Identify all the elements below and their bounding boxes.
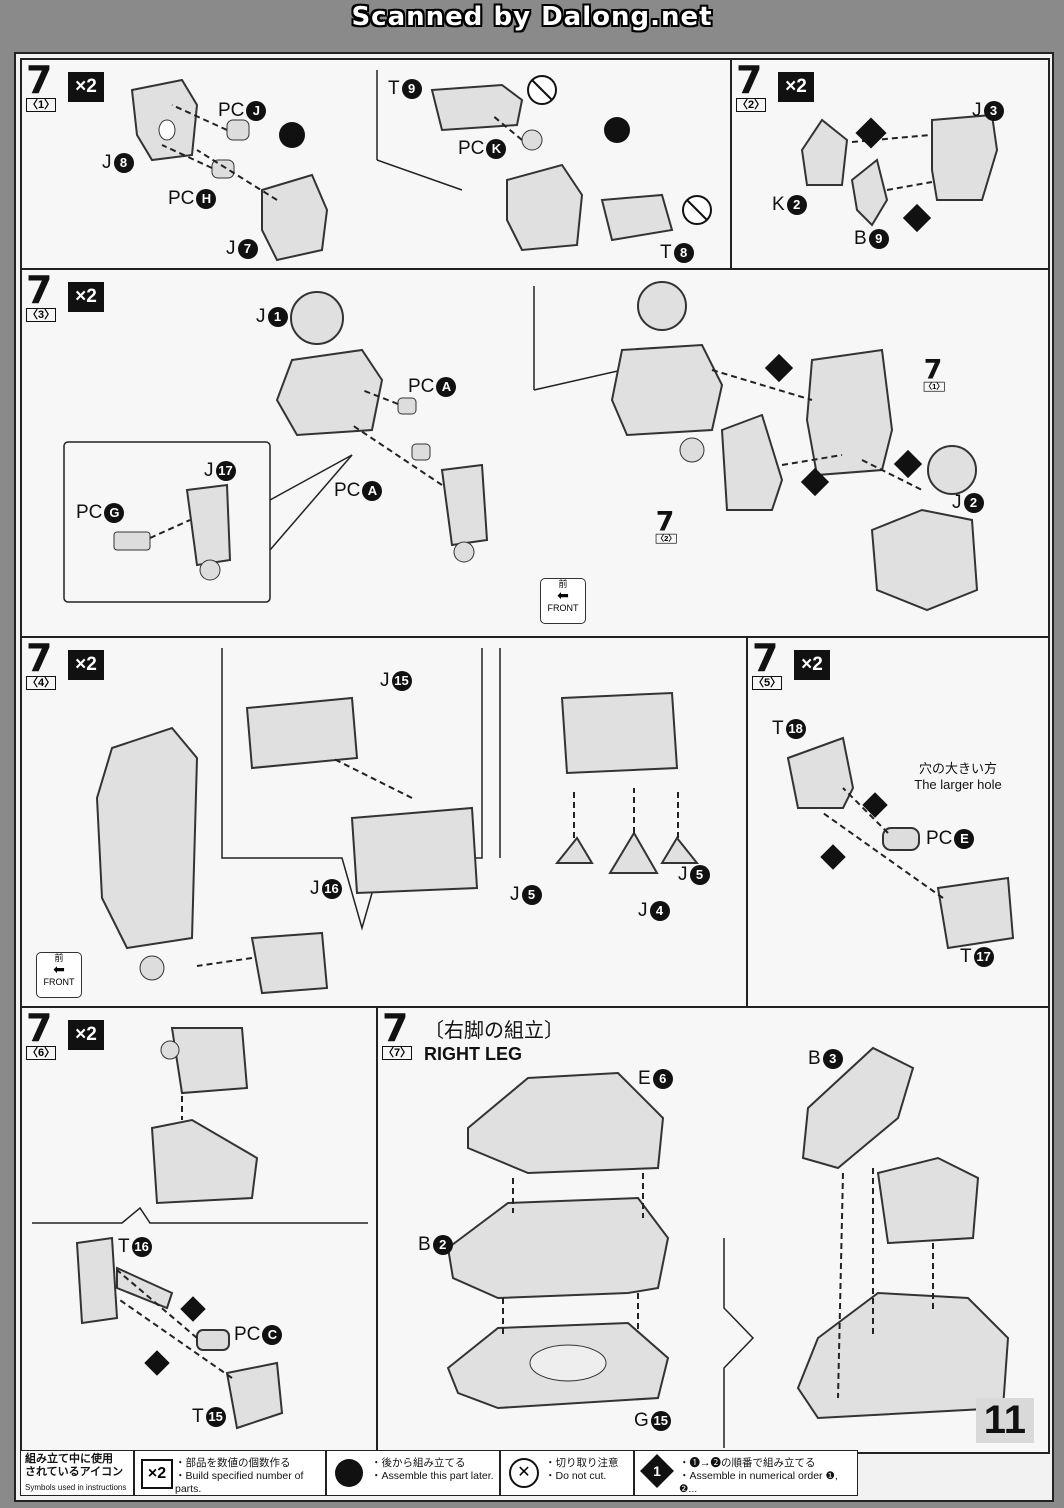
scan-credit: Scanned by Dalong.net	[351, 2, 713, 32]
symbol-legend: 組み立て中に使用されているアイコン Symbols used in instru…	[20, 1450, 1046, 1496]
quantity-badge: ×2	[68, 72, 104, 102]
page-number: 11	[975, 1398, 1034, 1443]
ref-step-7-1: 7〈1〉	[923, 353, 945, 392]
step-number: 7〈5〉	[752, 636, 782, 690]
quantity-badge: ×2	[68, 282, 104, 312]
step-7-4-diagram	[95, 648, 700, 995]
legend-quantity: ×2 ・部品を数値の個数作る・Build specified number of…	[134, 1450, 326, 1496]
step-7-2-diagram	[800, 113, 999, 233]
step-number: 7〈3〉	[26, 268, 56, 322]
step-7-5-diagram	[786, 736, 1015, 950]
step-7-1-diagram	[130, 70, 712, 262]
step-number: 7〈6〉	[26, 1006, 56, 1060]
step-number: 7〈2〉	[736, 58, 766, 112]
legend-heading: 組み立て中に使用されているアイコン Symbols used in instru…	[20, 1450, 134, 1496]
quantity-badge: ×2	[778, 72, 814, 102]
step-7-6-diagram	[32, 1027, 368, 1430]
front-direction-badge: 前⬅FRONT	[36, 952, 82, 998]
quantity-badge: ×2	[68, 650, 104, 680]
step-7-7-diagram	[446, 1046, 1010, 1448]
step-7-3-diagram	[63, 281, 979, 612]
no-cut-icon: ✕	[509, 1458, 539, 1488]
step-7-3-panel: 7〈3〉 ×2	[20, 268, 1050, 640]
front-direction-badge: 前⬅FRONT	[540, 578, 586, 624]
step-number: 7〈7〉	[382, 1006, 412, 1060]
legend-assemble-later: ・後から組み立てる・Assemble this part later.	[326, 1450, 500, 1496]
legend-numerical-order: 1 ・❶→❷の順番で組み立てる・Assemble in numerical or…	[634, 1450, 858, 1496]
legend-do-not-cut: ✕ ・切り取り注意・Do not cut.	[500, 1450, 634, 1496]
quantity-badge: ×2	[794, 650, 830, 680]
step-number: 7〈1〉	[26, 58, 56, 112]
ref-step-7-2: 7〈2〉	[655, 505, 677, 544]
step-number: 7〈4〉	[26, 636, 56, 690]
black-circle-icon	[335, 1459, 363, 1487]
step-title-jp: 〔右脚の組立〕	[424, 1020, 564, 1042]
step-title-en: RIGHT LEG	[424, 1044, 522, 1064]
quantity-badge: ×2	[68, 1020, 104, 1050]
